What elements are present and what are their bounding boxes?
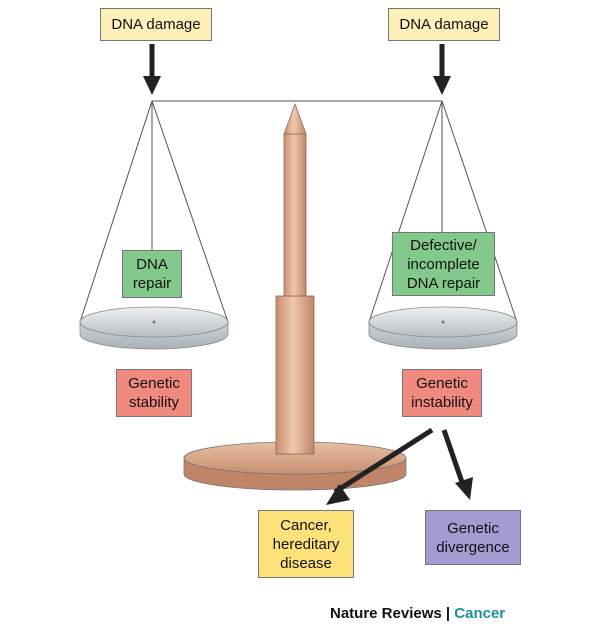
cancer-hereditary-disease-box: Cancer, hereditary disease bbox=[258, 510, 354, 578]
damage-arrow-right bbox=[433, 44, 451, 95]
right-pan-strings bbox=[368, 100, 518, 323]
right-pan bbox=[368, 306, 518, 350]
dna-repair-box: DNA repair bbox=[122, 250, 182, 298]
genetic-divergence-box: Genetic divergence bbox=[425, 510, 521, 565]
balance-pillar bbox=[275, 102, 315, 455]
left-pan bbox=[79, 306, 229, 350]
damage-arrow-left bbox=[143, 44, 161, 95]
arrow-to-cancer bbox=[326, 427, 434, 505]
dna-damage-left-box: DNA damage bbox=[100, 8, 212, 41]
defective-repair-box: Defective/ incomplete DNA repair bbox=[392, 232, 495, 296]
dna-damage-right-box: DNA damage bbox=[388, 8, 500, 41]
genetic-instability-box: Genetic instability bbox=[402, 369, 482, 417]
publication-credit: Nature Reviews | Cancer bbox=[330, 605, 505, 622]
arrow-to-divergence bbox=[441, 429, 473, 500]
credit-journal: Nature Reviews bbox=[330, 605, 442, 622]
genetic-stability-box: Genetic stability bbox=[116, 369, 192, 417]
left-pan-strings bbox=[79, 100, 229, 323]
credit-section: Cancer bbox=[454, 605, 506, 622]
credit-separator: | bbox=[441, 605, 455, 622]
